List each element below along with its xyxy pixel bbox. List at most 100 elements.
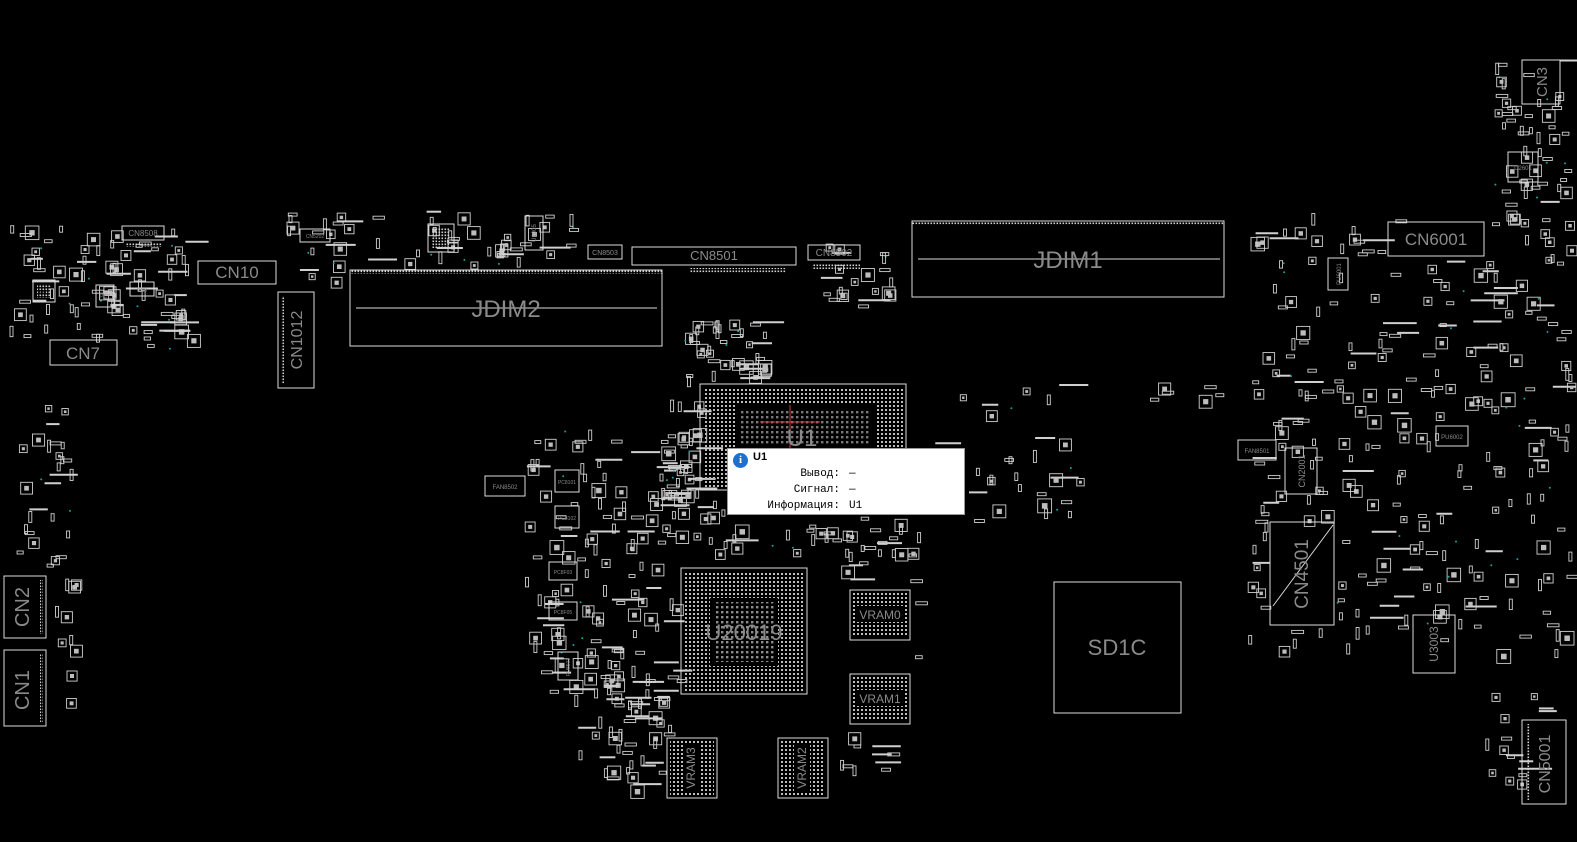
smd-part[interactable] bbox=[1252, 544, 1257, 555]
smd-part[interactable] bbox=[330, 276, 343, 289]
smd-part[interactable] bbox=[580, 463, 585, 475]
smd-part[interactable] bbox=[1367, 581, 1378, 586]
smd-part[interactable] bbox=[826, 527, 839, 540]
smd-part[interactable] bbox=[1464, 597, 1477, 611]
smd-part[interactable] bbox=[1298, 389, 1303, 397]
smd-part[interactable] bbox=[1321, 510, 1335, 524]
smd-part[interactable] bbox=[615, 486, 628, 499]
smd-part[interactable] bbox=[793, 549, 802, 558]
smd-part[interactable] bbox=[68, 580, 81, 594]
smd-part[interactable] bbox=[16, 550, 24, 555]
smd-part[interactable] bbox=[1525, 235, 1529, 246]
smd-part[interactable] bbox=[739, 360, 754, 375]
smd-part[interactable] bbox=[598, 498, 602, 510]
smd-part[interactable] bbox=[681, 489, 695, 504]
smd-part[interactable] bbox=[669, 492, 679, 497]
smd-part[interactable] bbox=[1260, 505, 1265, 514]
smd-part[interactable] bbox=[611, 439, 623, 444]
component-cn5202[interactable]: CN5202 bbox=[299, 228, 331, 243]
smd-part[interactable] bbox=[667, 496, 679, 501]
smd-part[interactable] bbox=[629, 760, 634, 770]
smd-part[interactable] bbox=[1346, 643, 1351, 655]
smd-part[interactable] bbox=[1422, 353, 1436, 358]
component-pu6001[interactable]: PU6001 bbox=[1327, 257, 1349, 291]
smd-part[interactable] bbox=[631, 665, 636, 678]
smd-part[interactable] bbox=[1399, 433, 1410, 444]
smd-part[interactable] bbox=[848, 551, 853, 563]
smd-part[interactable] bbox=[1501, 189, 1511, 194]
smd-part[interactable] bbox=[627, 772, 639, 784]
smd-part[interactable] bbox=[1559, 630, 1575, 646]
smd-part[interactable] bbox=[1262, 531, 1267, 542]
smd-part[interactable] bbox=[62, 458, 73, 463]
smd-part[interactable] bbox=[848, 732, 862, 746]
smd-part[interactable] bbox=[1365, 443, 1370, 451]
smd-part[interactable] bbox=[566, 243, 577, 248]
smd-part[interactable] bbox=[1528, 442, 1543, 457]
smd-part[interactable] bbox=[631, 515, 644, 520]
smd-part[interactable] bbox=[586, 648, 596, 658]
smd-part[interactable] bbox=[55, 452, 64, 460]
smd-part[interactable] bbox=[731, 542, 744, 555]
component-vram1[interactable]: VRAM1 bbox=[849, 673, 911, 725]
smd-part[interactable] bbox=[658, 770, 667, 775]
smd-part[interactable] bbox=[1491, 692, 1501, 702]
test-point[interactable] bbox=[1426, 622, 1429, 625]
smd-part[interactable] bbox=[670, 399, 675, 413]
smd-part[interactable] bbox=[1531, 514, 1535, 524]
smd-part[interactable] bbox=[1495, 467, 1506, 478]
smd-part[interactable] bbox=[1150, 397, 1160, 402]
smd-part[interactable] bbox=[50, 556, 60, 566]
smd-part[interactable] bbox=[185, 263, 189, 277]
smd-part[interactable] bbox=[668, 724, 673, 733]
smd-part[interactable] bbox=[864, 546, 877, 550]
smd-part[interactable] bbox=[1568, 551, 1573, 562]
smd-part[interactable] bbox=[1542, 157, 1553, 161]
smd-part[interactable] bbox=[1542, 218, 1551, 223]
smd-part[interactable] bbox=[1536, 131, 1541, 145]
smd-part[interactable] bbox=[1060, 500, 1073, 505]
smd-part[interactable] bbox=[1480, 370, 1493, 383]
smd-part[interactable] bbox=[1351, 226, 1356, 236]
smd-part[interactable] bbox=[871, 287, 879, 295]
smd-part[interactable] bbox=[1367, 499, 1379, 512]
smd-part[interactable] bbox=[661, 446, 677, 462]
smd-part[interactable] bbox=[1032, 449, 1037, 463]
smd-part[interactable] bbox=[186, 333, 201, 348]
smd-part[interactable] bbox=[1507, 106, 1517, 111]
smd-part[interactable] bbox=[287, 225, 292, 237]
smd-part[interactable] bbox=[28, 537, 40, 549]
smd-part[interactable] bbox=[841, 565, 855, 580]
smd-part[interactable] bbox=[1348, 342, 1353, 352]
smd-part[interactable] bbox=[1529, 468, 1534, 478]
smd-part[interactable] bbox=[1398, 469, 1406, 478]
smd-part[interactable] bbox=[582, 605, 595, 618]
smd-part[interactable] bbox=[1491, 406, 1500, 415]
smd-part[interactable] bbox=[858, 304, 870, 309]
smd-part[interactable] bbox=[74, 307, 79, 318]
smd-part[interactable] bbox=[168, 268, 173, 281]
smd-part[interactable] bbox=[533, 641, 538, 653]
smd-part[interactable] bbox=[560, 583, 574, 597]
smd-part[interactable] bbox=[593, 544, 598, 556]
component-u3[interactable]: U3 bbox=[427, 223, 455, 253]
test-point[interactable] bbox=[1546, 98, 1549, 101]
smd-part[interactable] bbox=[635, 650, 646, 655]
smd-part[interactable] bbox=[18, 444, 28, 454]
smd-part[interactable] bbox=[1371, 444, 1381, 449]
smd-part[interactable] bbox=[174, 246, 183, 255]
smd-part[interactable] bbox=[19, 299, 31, 304]
smd-part[interactable] bbox=[594, 688, 599, 699]
test-point[interactable] bbox=[68, 302, 71, 305]
smd-part[interactable] bbox=[1262, 352, 1276, 365]
test-point[interactable] bbox=[572, 226, 574, 229]
smd-part[interactable] bbox=[60, 441, 65, 450]
smd-part[interactable] bbox=[1479, 596, 1489, 600]
smd-part[interactable] bbox=[693, 532, 702, 541]
smd-part[interactable] bbox=[671, 604, 684, 617]
smd-part[interactable] bbox=[840, 759, 845, 771]
smd-part[interactable] bbox=[76, 322, 81, 330]
component-cn10[interactable]: CN10 bbox=[197, 260, 277, 285]
smd-part[interactable] bbox=[1316, 306, 1321, 317]
smd-part[interactable] bbox=[23, 334, 32, 339]
